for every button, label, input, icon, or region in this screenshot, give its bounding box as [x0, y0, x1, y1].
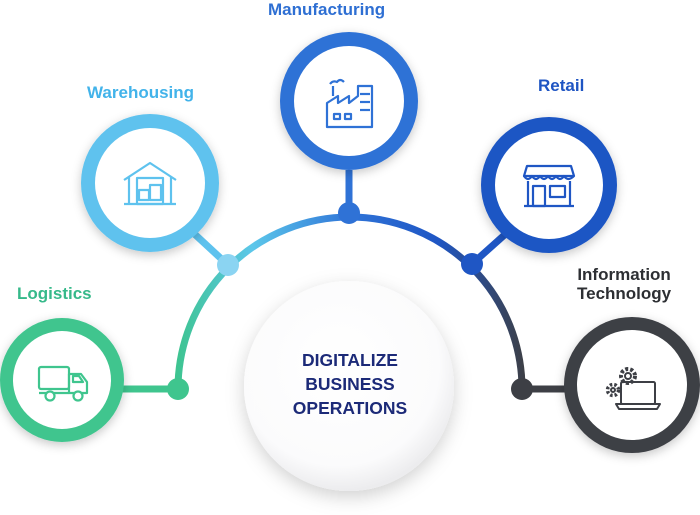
- label-logistics: Logistics: [17, 284, 92, 303]
- label-retail-text: Retail: [538, 76, 585, 95]
- center-title-line3: OPERATIONS: [292, 398, 408, 418]
- label-warehousing-text: Warehousing: [87, 83, 195, 102]
- node-retail: [481, 117, 617, 253]
- center-title-line1: DIGITALIZE: [302, 350, 398, 370]
- center-title: DIGITALIZE BUSINESS OPERATIONS: [250, 348, 450, 420]
- node-manufacturing: [280, 32, 418, 170]
- label-manufacturing: Manufacturing: [268, 0, 385, 19]
- node-logistics: [0, 318, 124, 442]
- junction-dot-warehousing: [217, 254, 239, 276]
- center-hub: [244, 281, 454, 491]
- label-logistics-text: Logistics: [17, 284, 92, 303]
- junction-dot-it: [511, 378, 533, 400]
- factory-icon: [325, 78, 374, 129]
- center-title-line2: BUSINESS: [305, 374, 395, 394]
- label-it-line2: Technology: [577, 284, 672, 303]
- junction-dot-logistics: [167, 378, 189, 400]
- node-warehousing: [81, 114, 219, 252]
- label-it-line1: Information: [577, 265, 671, 284]
- junction-dot-retail: [461, 253, 483, 275]
- storefront-icon: [522, 164, 576, 208]
- label-manufacturing-text: Manufacturing: [268, 0, 386, 19]
- label-retail: Retail: [538, 76, 584, 95]
- label-it: Information Technology: [577, 265, 671, 303]
- label-warehousing: Warehousing: [87, 83, 194, 102]
- node-it: [564, 317, 700, 453]
- truck-icon: [37, 365, 89, 402]
- gears-laptop-icon: [605, 367, 661, 410]
- warehouse-icon: [123, 161, 177, 206]
- junction-dot-manufacturing: [338, 202, 360, 224]
